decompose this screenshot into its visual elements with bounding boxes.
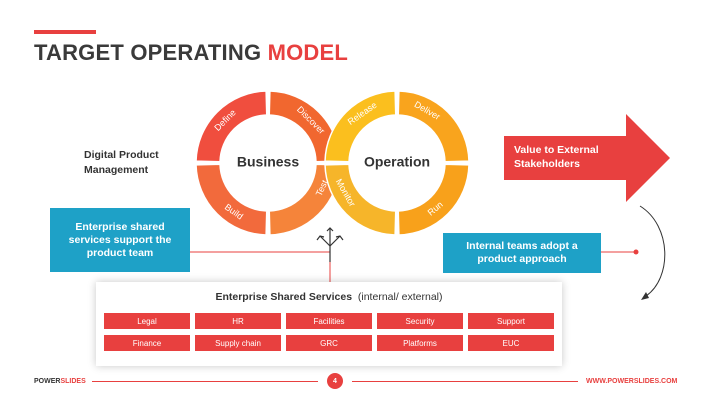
- title-accent: MODEL: [267, 40, 349, 65]
- services-title-bold: Enterprise Shared Services: [215, 291, 353, 303]
- digital-product-management-label: Digital Product Management: [84, 149, 159, 176]
- curved-return-arrow: [639, 205, 666, 297]
- service-finance: Finance: [104, 335, 190, 351]
- operation-segment-release: [324, 90, 397, 163]
- service-grc: GRC: [286, 335, 372, 351]
- footer-brand-slides: SLIDES: [60, 378, 86, 385]
- trident-icon: [316, 227, 344, 262]
- shared-services-title: Enterprise Shared Services (internal/ ex…: [96, 291, 562, 303]
- value-arrow-text: Value to External Stakeholders: [514, 144, 599, 170]
- business-segment-build: [195, 163, 268, 236]
- footer-url: WWW.POWERSLIDES.COM: [586, 378, 678, 385]
- service-support: Support: [468, 313, 554, 329]
- service-security: Security: [377, 313, 463, 329]
- operation-segment-deliver: [397, 90, 470, 163]
- service-supply-chain: Supply chain: [195, 335, 281, 351]
- service-euc: EUC: [468, 335, 554, 351]
- operation-segment-run: [397, 163, 470, 236]
- business-center-label: Business: [237, 154, 299, 170]
- footer-brand: POWERSLIDES: [34, 378, 86, 385]
- service-facilities: Facilities: [286, 313, 372, 329]
- enterprise-support-box: Enterprise shared services support the p…: [50, 208, 190, 272]
- right-connector-dot: [633, 249, 639, 255]
- service-hr: HR: [195, 313, 281, 329]
- operation-center-label: Operation: [364, 154, 430, 170]
- business-segment-define: [195, 90, 268, 163]
- shared-services-panel: Enterprise Shared Services (internal/ ex…: [96, 282, 562, 366]
- value-arrow: [504, 114, 670, 202]
- business-segment-test: [268, 163, 341, 236]
- internal-teams-box: Internal teams adopt a product approach: [443, 233, 601, 273]
- title-main: TARGET OPERATING: [34, 40, 268, 65]
- page-title: TARGET OPERATING MODEL: [34, 40, 348, 66]
- title-accent-bar: [34, 30, 96, 34]
- service-platforms: Platforms: [377, 335, 463, 351]
- service-legal: Legal: [104, 313, 190, 329]
- services-title-rest: (internal/ external): [357, 291, 443, 303]
- footer-brand-power: POWER: [34, 378, 61, 385]
- operation-segment-monitor: [324, 163, 397, 236]
- footer-divider-left: [92, 381, 318, 382]
- page-number: 4: [327, 373, 343, 389]
- curved-arrow-head: [641, 292, 649, 300]
- services-grid: Legal HR Facilities Security Support Fin…: [104, 313, 554, 351]
- footer-divider-right: [352, 381, 578, 382]
